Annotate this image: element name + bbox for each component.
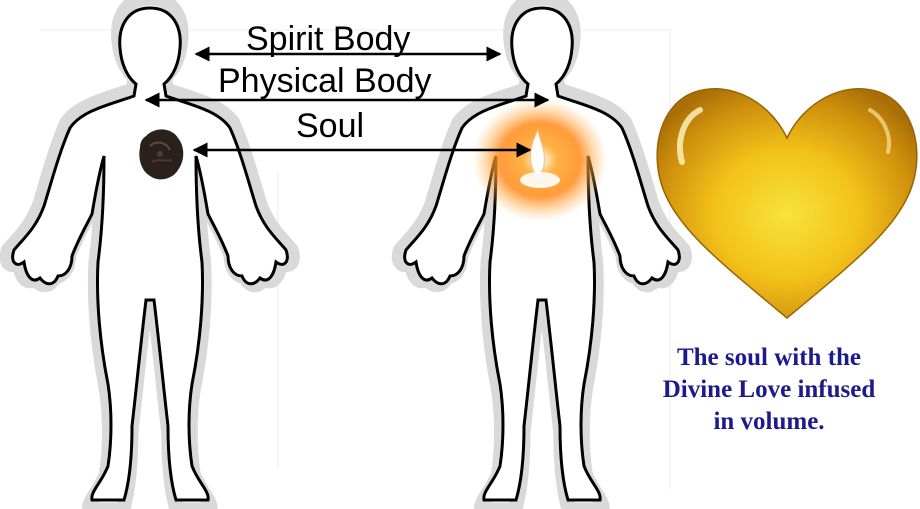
soul-label: Soul — [296, 109, 364, 143]
spirit-body-label: Spirit Body — [246, 22, 410, 56]
physical-body-label: Physical Body — [218, 64, 432, 98]
caption-line-2: Divine Love infused — [628, 374, 910, 406]
caption-line-3: in volume. — [628, 406, 910, 438]
caption-line-1: The soul with the — [628, 342, 910, 374]
flame-soul-icon — [472, 98, 608, 222]
heart-caption: The soul with the Divine Love infused in… — [628, 342, 910, 438]
golden-heart-icon — [657, 89, 917, 318]
shriveled-soul-icon — [139, 129, 183, 179]
